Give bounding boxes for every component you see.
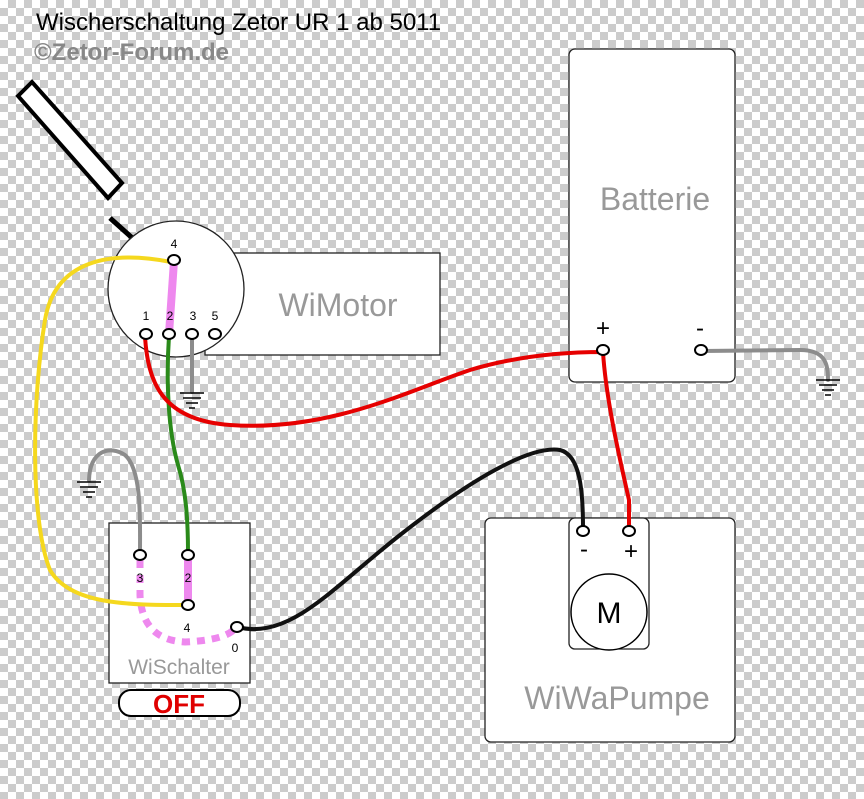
ground-symbol-switch — [77, 481, 101, 498]
motor-internal-link — [165, 257, 178, 338]
pump-motor-symbol — [570, 573, 648, 651]
washer-pump: M - + WiWaPumpe — [484, 517, 736, 743]
wire-yellow — [33, 255, 188, 607]
motor-terminal-3 — [185, 328, 199, 340]
motor-terminal-4-label: 4 — [171, 237, 178, 251]
pump-plus-label: + — [624, 538, 638, 565]
motor-terminal-4 — [167, 254, 181, 266]
battery-minus-terminal — [694, 344, 708, 356]
motor-terminal-2 — [162, 328, 176, 340]
ground-symbol-battery — [816, 379, 840, 396]
credit-text: ©Zetor-Forum.de — [34, 39, 229, 66]
switch-terminal-0-label: 0 — [232, 641, 239, 655]
motor-terminal-2-label: 2 — [167, 309, 174, 323]
switch-terminal-0 — [230, 621, 244, 633]
battery-body — [568, 48, 736, 383]
wire-red — [143, 335, 631, 532]
battery-plus-label: + — [596, 315, 610, 342]
switch-terminal-4-label: 4 — [184, 621, 191, 635]
switch-selector-path — [136, 560, 239, 646]
wiper-motor-body — [204, 252, 441, 356]
switch-terminal-4 — [181, 599, 195, 611]
wiper-motor-label: WiMotor — [278, 287, 397, 323]
motor-terminal-1 — [139, 328, 153, 340]
switch-state-indicator — [118, 689, 241, 717]
motor-terminal-5-label: 5 — [212, 309, 219, 323]
wire-gray-switch-ground — [87, 448, 143, 555]
pump-minus-label: - — [580, 536, 588, 563]
wire-gray-battery-ground — [700, 348, 830, 382]
switch-terminal-3-label: 3 — [137, 571, 144, 585]
switch-terminal-2-label: 2 — [185, 571, 192, 585]
wire-black — [235, 447, 585, 631]
diagram-title: Wischerschaltung Zetor UR 1 ab 5011 — [36, 9, 441, 36]
wire-green — [165, 334, 190, 555]
washer-pump-label: WiWaPumpe — [524, 680, 710, 716]
switch-terminal-3 — [133, 549, 147, 561]
pump-motor-letter: M — [597, 597, 622, 630]
wiper-motor: WiMotor 4 1 2 3 5 — [107, 220, 441, 358]
pump-plus-terminal — [622, 525, 636, 537]
motor-terminal-1-label: 1 — [143, 309, 150, 323]
switch-terminal-2 — [181, 549, 195, 561]
ground-symbol-motor — [180, 392, 204, 409]
battery: Batterie + - — [568, 48, 736, 383]
battery-minus-label: - — [696, 315, 704, 342]
motor-terminal-3-label: 3 — [190, 309, 197, 323]
wiper-switch-label: WiSchalter — [128, 656, 230, 679]
wiper-switch: 3 2 4 0 WiSchalter OFF — [108, 522, 251, 719]
battery-label: Batterie — [600, 181, 710, 217]
battery-plus-terminal — [596, 344, 610, 356]
pump-minus-terminal — [576, 525, 590, 537]
motor-terminal-5 — [208, 328, 222, 340]
switch-state-text: OFF — [153, 689, 205, 719]
